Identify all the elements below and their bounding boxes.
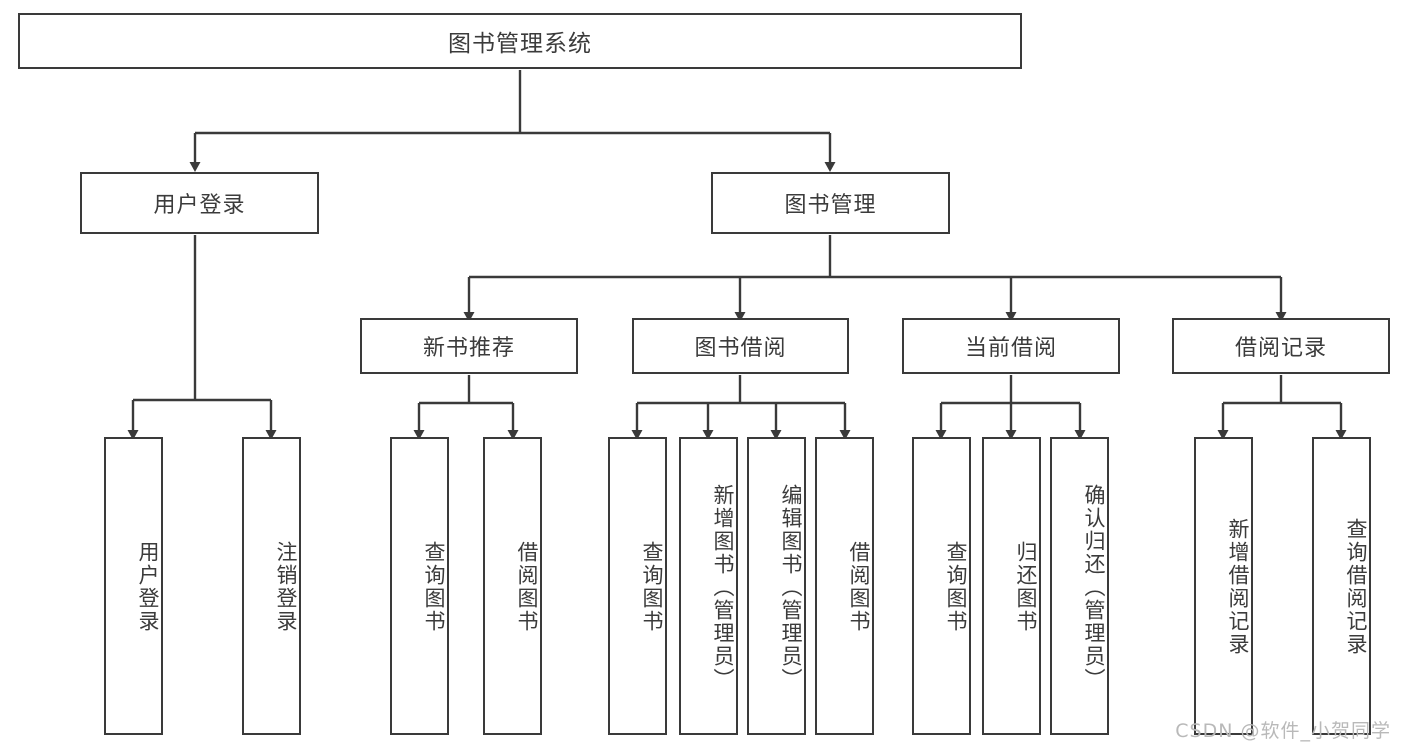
watermark: CSDN @软件_小贺同学 [1175, 720, 1391, 742]
node-label: 确认归还（管理员） [1082, 483, 1106, 691]
node-label: 编辑图书（管理员） [779, 483, 803, 691]
node-label: 查询图书 [640, 541, 664, 633]
node-label: 借阅记录 [1234, 336, 1327, 361]
leaf-confirm-return-admin[interactable]: 确认归还（管理员） [1050, 437, 1109, 735]
leaf-query-book-borrow[interactable]: 查询图书 [608, 437, 667, 735]
node-root-system[interactable]: 图书管理系统 [18, 13, 1022, 69]
leaf-query-book-current[interactable]: 查询图书 [912, 437, 971, 735]
leaf-borrow-book-recommend[interactable]: 借阅图书 [483, 437, 542, 735]
leaf-return-book[interactable]: 归还图书 [982, 437, 1041, 735]
leaf-query-borrow-record[interactable]: 查询借阅记录 [1312, 437, 1371, 735]
node-label: 图书管理系统 [448, 31, 592, 57]
node-borrow-record[interactable]: 借阅记录 [1172, 318, 1390, 374]
node-label: 图书管理 [784, 193, 877, 218]
node-label: 新增借阅记录 [1226, 518, 1250, 656]
leaf-logout[interactable]: 注销登录 [242, 437, 301, 735]
node-label: 查询借阅记录 [1344, 518, 1368, 656]
node-new-book-recommend[interactable]: 新书推荐 [360, 318, 578, 374]
node-label: 注销登录 [274, 541, 298, 633]
leaf-edit-book-admin[interactable]: 编辑图书（管理员） [747, 437, 806, 735]
leaf-query-book-recommend[interactable]: 查询图书 [390, 437, 449, 735]
node-label: 新增图书（管理员） [711, 483, 735, 691]
node-label: 当前借阅 [964, 336, 1057, 361]
node-label: 用户登录 [136, 541, 160, 633]
node-label: 用户登录 [153, 193, 246, 218]
leaf-add-borrow-record[interactable]: 新增借阅记录 [1194, 437, 1253, 735]
leaf-add-book-admin[interactable]: 新增图书（管理员） [679, 437, 738, 735]
node-label: 借阅图书 [847, 541, 871, 633]
node-label: 借阅图书 [515, 541, 539, 633]
node-label: 新书推荐 [422, 336, 515, 361]
node-label: 查询图书 [944, 541, 968, 633]
node-book-management[interactable]: 图书管理 [711, 172, 950, 234]
node-label: 图书借阅 [694, 336, 787, 361]
leaf-user-login[interactable]: 用户登录 [104, 437, 163, 735]
node-current-borrow[interactable]: 当前借阅 [902, 318, 1120, 374]
node-label: 归还图书 [1014, 541, 1038, 633]
leaf-borrow-book[interactable]: 借阅图书 [815, 437, 874, 735]
node-user-login[interactable]: 用户登录 [80, 172, 319, 234]
node-book-borrow[interactable]: 图书借阅 [632, 318, 849, 374]
node-label: 查询图书 [422, 541, 446, 633]
